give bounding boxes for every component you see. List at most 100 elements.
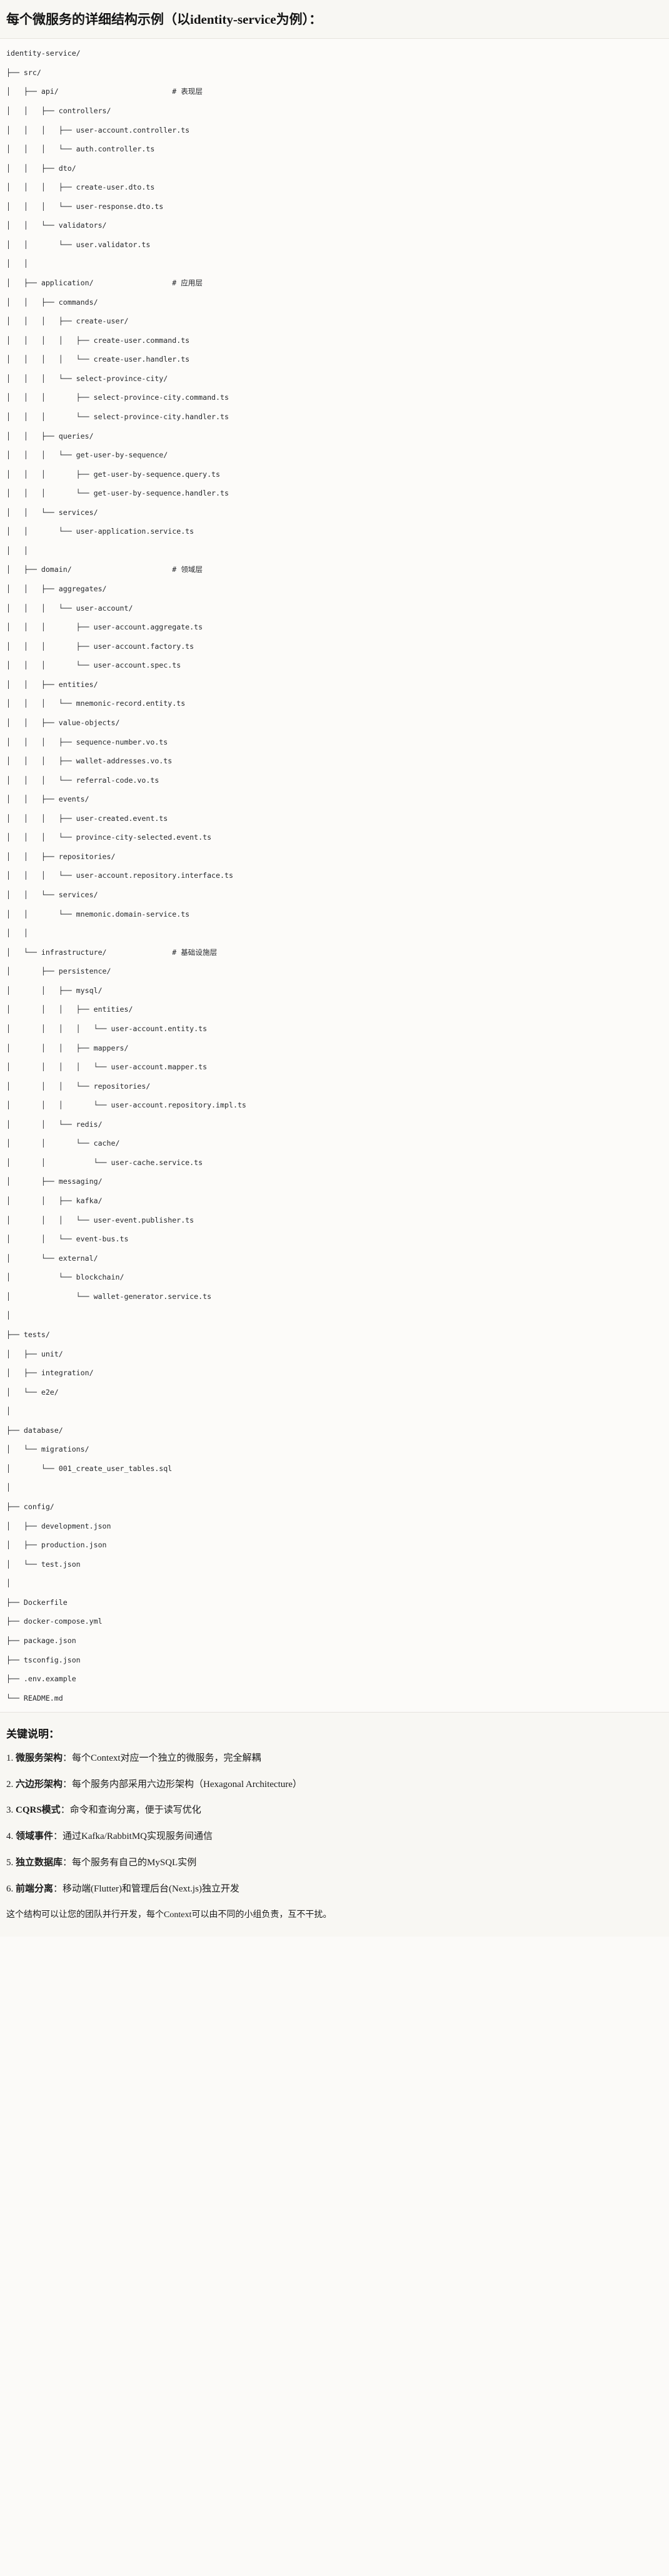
key-note-term: 领域事件 <box>16 1831 54 1842</box>
tree-line: │ └── e2e/ <box>6 1387 59 1397</box>
tree-line: │ │ └── user-application.service.ts <box>6 527 194 536</box>
tree-line: │ │ ├── aggregates/ <box>6 584 107 594</box>
tree-line-path: │ ├── domain/ <box>6 565 173 574</box>
tree-line: │ │ ├── mysql/ <box>6 985 103 995</box>
tree-line: │ └── 001_create_user_tables.sql <box>6 1464 173 1473</box>
tree-line: │ │ │ └── user-account/ <box>6 603 133 613</box>
key-note-term: CQRS模式 <box>16 1805 61 1816</box>
tree-line: │ └── test.json <box>6 1559 81 1569</box>
tree-line-path: │ ├── api/ <box>6 87 173 96</box>
tree-line: │ │ ├── entities/ <box>6 680 98 689</box>
tree-line-path: │ └── infrastructure/ <box>6 947 173 957</box>
tree-line: ├── package.json <box>6 1636 76 1645</box>
tree-line: │ └── migrations/ <box>6 1445 89 1454</box>
tree-line: │ │ │ ├── mappers/ <box>6 1043 129 1052</box>
key-note-term: 独立数据库 <box>16 1857 63 1868</box>
tree-line: │ │ │ ├── entities/ <box>6 1005 133 1014</box>
key-note-term: 微服务架构 <box>16 1753 63 1763</box>
tree-line: │ │ ├── repositories/ <box>6 852 116 861</box>
tree-line: │ <box>6 1483 11 1492</box>
tree-line: │ │ └── redis/ <box>6 1119 103 1129</box>
tree-line: │ │ │ └── user-account.spec.ts <box>6 661 181 670</box>
tree-line: │ │ │ └── repositories/ <box>6 1081 151 1091</box>
tree-line: ├── database/ <box>6 1425 63 1435</box>
tree-line: │ │ └── cache/ <box>6 1139 120 1148</box>
tree-line: │ └── infrastructure/ # 基础设施层 <box>6 948 663 957</box>
tree-line: │ ├── persistence/ <box>6 967 111 976</box>
tree-line: │ │ └── services/ <box>6 890 98 900</box>
tree-line: ├── Dockerfile <box>6 1597 68 1607</box>
key-note-number: 2. <box>6 1779 16 1789</box>
document-page: 每个微服务的详细结构示例（以identity-service为例）： ident… <box>0 12 669 1937</box>
tree-line: │ ├── application/ # 应用层 <box>6 278 663 288</box>
tree-line: │ │ │ ├── select-province-city.command.t… <box>6 393 229 402</box>
tree-line: │ │ │ └── referral-code.vo.ts <box>6 775 159 785</box>
tree-line-comment: # 基础设施层 <box>172 947 218 957</box>
tree-line: │ │ │ │ └── create-user.handler.ts <box>6 355 190 364</box>
key-note-separator: ： <box>63 1857 73 1868</box>
tree-line: │ │ │ └── select-province-city.handler.t… <box>6 412 229 421</box>
tree-line: identity-service/ <box>6 49 81 58</box>
tree-line: │ └── external/ <box>6 1253 98 1263</box>
tree-line-path: │ ├── application/ <box>6 278 173 288</box>
directory-tree-section: identity-service/ ├── src/ │ ├── api/ # … <box>0 39 669 1712</box>
tree-line: │ │ │ └── user-account.repository.impl.t… <box>6 1101 246 1110</box>
directory-tree-code: identity-service/ ├── src/ │ ├── api/ # … <box>6 49 663 1703</box>
tree-line: │ │ │ └── get-user-by-sequence/ <box>6 451 168 460</box>
tree-line: ├── .env.example <box>6 1674 76 1684</box>
tree-line: │ │ │ └── get-user-by-sequence.handler.t… <box>6 489 229 498</box>
tree-line: │ <box>6 1407 11 1416</box>
tree-line: │ │ │ ├── user-account.aggregate.ts <box>6 623 203 632</box>
tree-line: └── README.md <box>6 1693 63 1703</box>
tree-line-comment: # 领域层 <box>172 565 203 574</box>
tree-line: │ ├── api/ # 表现层 <box>6 87 663 96</box>
tree-line: │ │ ├── commands/ <box>6 297 98 307</box>
tree-line: │ │ │ ├── user-account.factory.ts <box>6 641 194 651</box>
tree-line: │ │ └── user-cache.service.ts <box>6 1158 203 1167</box>
tree-line: │ │ └── validators/ <box>6 221 107 230</box>
tree-line: │ └── blockchain/ <box>6 1273 124 1282</box>
tree-line: │ │ ├── kafka/ <box>6 1196 103 1206</box>
tree-line: │ └── wallet-generator.service.ts <box>6 1291 212 1301</box>
key-note-number: 3. <box>6 1805 16 1816</box>
tree-line: │ │ ├── queries/ <box>6 431 94 440</box>
tree-line: ├── tsconfig.json <box>6 1655 81 1664</box>
tree-line: │ │ │ └── province-city-selected.event.t… <box>6 833 212 842</box>
key-note-separator: ： <box>63 1779 73 1789</box>
tree-line: ├── tests/ <box>6 1330 50 1339</box>
key-note-description: 命令和查询分离，便于读写优化 <box>69 1805 201 1816</box>
key-note-description: 通过Kafka/RabbitMQ实现服务间通信 <box>63 1831 213 1842</box>
key-note-item: 6. 前端分离：移动端(Flutter)和管理后台(Next.js)独立开发 <box>6 1883 663 1896</box>
directory-tree: identity-service/ ├── src/ │ ├── api/ # … <box>6 49 663 1703</box>
tree-line: │ ├── integration/ <box>6 1368 94 1378</box>
key-note-number: 5. <box>6 1857 16 1868</box>
tree-line: │ │ ├── dto/ <box>6 163 76 173</box>
tree-line: ├── src/ <box>6 68 41 77</box>
tree-line: │ │ ├── value-objects/ <box>6 718 120 727</box>
tree-line: │ │ └── mnemonic.domain-service.ts <box>6 909 190 919</box>
tree-line: │ ├── domain/ # 领域层 <box>6 565 663 574</box>
key-note-separator: ： <box>53 1831 63 1842</box>
tree-line: │ │ │ └── user-event.publisher.ts <box>6 1215 194 1224</box>
key-note-separator: ： <box>53 1883 63 1894</box>
tree-line: │ │ │ ├── wallet-addresses.vo.ts <box>6 756 173 766</box>
tree-line: │ │ <box>6 259 28 268</box>
tree-line: │ │ │ │ └── user-account.entity.ts <box>6 1024 208 1033</box>
tree-line: │ │ │ │ ├── create-user.command.ts <box>6 335 190 345</box>
tree-line: │ ├── production.json <box>6 1540 107 1550</box>
tree-line: │ │ ├── controllers/ <box>6 106 111 115</box>
tree-line: │ │ └── event-bus.ts <box>6 1235 129 1244</box>
tree-line-comment: # 表现层 <box>172 87 203 96</box>
tree-line-comment: # 应用层 <box>172 278 203 288</box>
key-note-description: 移动端(Flutter)和管理后台(Next.js)独立开发 <box>63 1883 239 1894</box>
key-note-term: 前端分离 <box>16 1883 54 1894</box>
tree-line: │ │ │ ├── create-user.dto.ts <box>6 183 155 192</box>
tree-line: │ <box>6 1311 11 1320</box>
tree-line: │ ├── unit/ <box>6 1349 63 1358</box>
tree-line: │ │ │ ├── user-created.event.ts <box>6 813 168 823</box>
tree-line: │ │ <box>6 929 28 938</box>
tree-line: │ ├── development.json <box>6 1521 111 1530</box>
tree-line: ├── config/ <box>6 1502 54 1512</box>
